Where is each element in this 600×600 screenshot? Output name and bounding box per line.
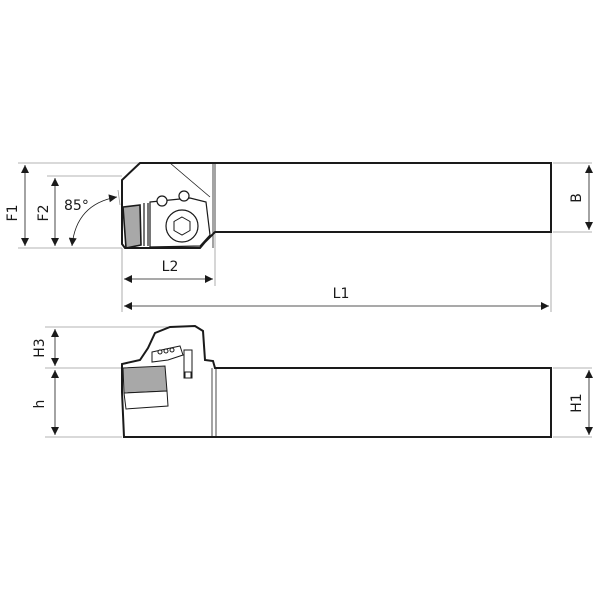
dim-label-F1: F1 xyxy=(5,205,21,222)
dim-angle-arc xyxy=(68,194,118,247)
clamp-top xyxy=(143,190,211,248)
dim-label-H1: H1 xyxy=(569,393,585,412)
dim-label-L2: L2 xyxy=(162,259,179,275)
dim-label-H3: H3 xyxy=(32,338,48,357)
cutting-insert-side xyxy=(122,365,169,410)
dim-label-angle: 85° xyxy=(64,198,89,214)
side-extension-lines xyxy=(45,326,592,438)
top-view: F1 F2 85° L2 L1 B xyxy=(5,162,593,312)
clamp-side xyxy=(151,345,193,379)
top-extension-lines xyxy=(18,162,592,312)
dim-label-L1: L1 xyxy=(333,286,350,302)
side-view: H3 h H1 xyxy=(32,324,593,438)
holder-body-side xyxy=(121,324,552,438)
dim-label-h: h xyxy=(32,400,48,409)
cutting-insert-top xyxy=(122,204,142,249)
dim-label-B: B xyxy=(569,193,585,203)
dim-label-F2: F2 xyxy=(36,205,52,222)
holder-body-top xyxy=(121,162,552,249)
